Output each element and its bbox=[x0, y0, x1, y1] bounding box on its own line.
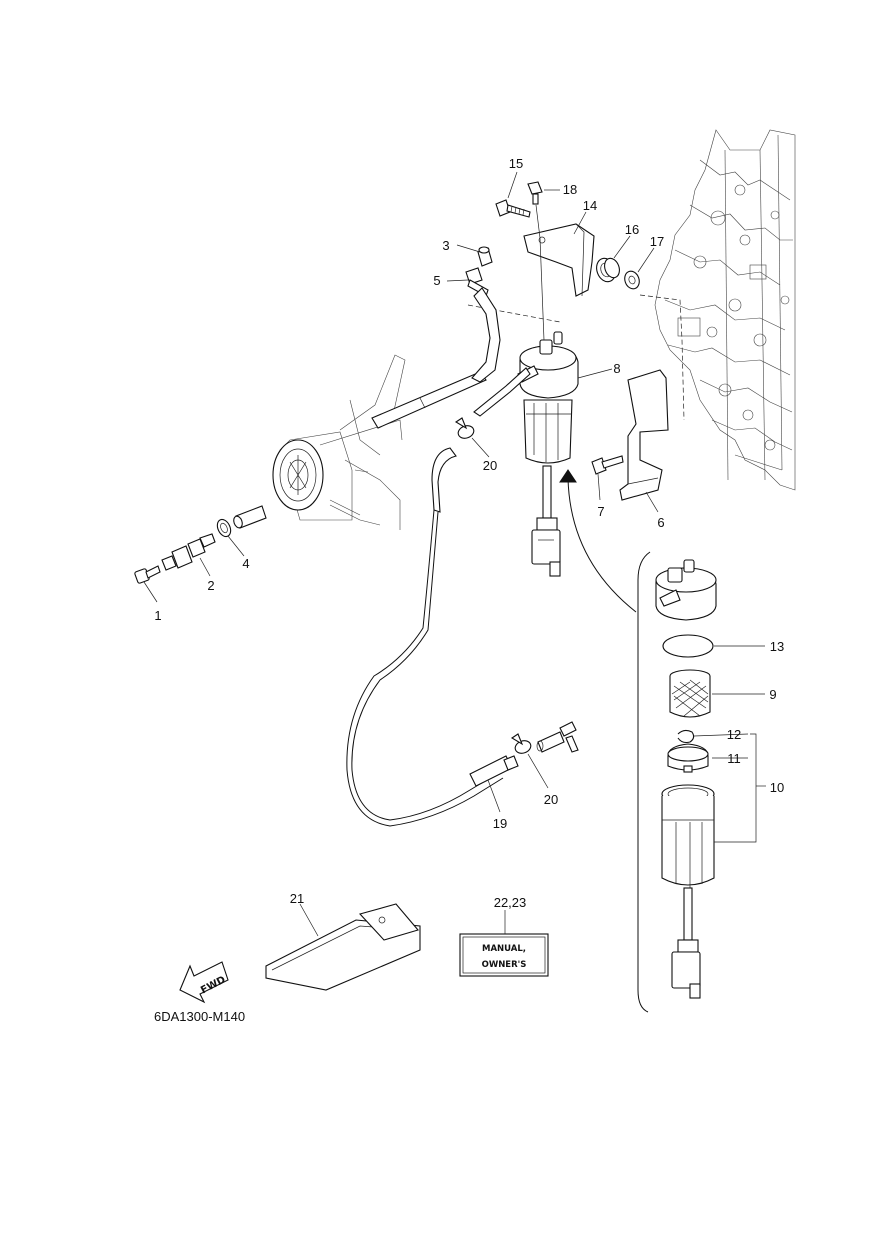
leader-lines bbox=[143, 171, 766, 937]
throttle-body bbox=[272, 354, 487, 530]
callout-21: 21 bbox=[290, 891, 304, 906]
callout-2: 2 bbox=[207, 578, 214, 593]
o-ring-13 bbox=[662, 634, 714, 658]
callout-20-lower: 20 bbox=[544, 792, 558, 807]
filter-cup-10 bbox=[661, 784, 715, 999]
drain-screw-1 bbox=[134, 565, 161, 584]
callout-10: 10 bbox=[770, 780, 784, 795]
bolt-18 bbox=[527, 181, 543, 205]
callout-19: 19 bbox=[493, 816, 507, 831]
engine-block-outline bbox=[654, 129, 796, 491]
callout-18: 18 bbox=[563, 182, 577, 197]
clip-12 bbox=[677, 729, 695, 744]
screw-7 bbox=[591, 455, 624, 475]
cover-6 bbox=[619, 369, 669, 501]
filter-cap-detail bbox=[655, 559, 717, 621]
clip-4 bbox=[216, 518, 232, 538]
callout-4: 4 bbox=[242, 556, 249, 571]
callout-3: 3 bbox=[442, 238, 449, 253]
callout-5: 5 bbox=[433, 273, 440, 288]
hose-joint-3 bbox=[477, 246, 493, 267]
fuel-filter-8 bbox=[517, 331, 579, 577]
callout-13: 13 bbox=[770, 639, 784, 654]
hose-stub-4 bbox=[233, 505, 267, 529]
manual-box-line1: MANUAL, bbox=[482, 944, 526, 954]
callout-6: 6 bbox=[657, 515, 664, 530]
fitting-2 bbox=[161, 533, 216, 571]
callout-15: 15 bbox=[509, 156, 523, 171]
bolt-15 bbox=[495, 199, 531, 218]
clamp-20-lower bbox=[510, 733, 532, 754]
bracket-14 bbox=[523, 223, 595, 297]
callout-11: 11 bbox=[727, 751, 741, 766]
callout-17: 17 bbox=[650, 234, 664, 249]
float-11 bbox=[667, 743, 709, 773]
diagram-code: 6DA1300-M140 bbox=[154, 1009, 245, 1024]
callout-7: 7 bbox=[597, 504, 604, 519]
callout-14: 14 bbox=[583, 198, 597, 213]
owners-manual-22-23: MANUAL, OWNER'S bbox=[459, 933, 549, 977]
fuel-hose-19 bbox=[346, 447, 519, 827]
element-9 bbox=[669, 669, 711, 718]
clamp-20-upper bbox=[454, 417, 475, 439]
manual-box-line2: OWNER'S bbox=[482, 960, 527, 970]
callout-22-23: 22,23 bbox=[494, 895, 527, 910]
grommet-16 bbox=[596, 257, 620, 283]
tee-joint bbox=[536, 721, 579, 753]
callout-20-upper: 20 bbox=[483, 458, 497, 473]
callout-9: 9 bbox=[769, 687, 776, 702]
tool-case-21 bbox=[265, 903, 421, 991]
callout-labels: 15 18 14 16 17 3 5 8 20 7 6 1 2 4 13 9 1… bbox=[154, 156, 784, 910]
callout-8: 8 bbox=[613, 361, 620, 376]
callout-12: 12 bbox=[727, 727, 741, 742]
callout-1: 1 bbox=[154, 608, 161, 623]
callout-16: 16 bbox=[625, 222, 639, 237]
collar-17 bbox=[624, 270, 640, 290]
forward-arrow-icon: FWD bbox=[179, 961, 229, 1004]
